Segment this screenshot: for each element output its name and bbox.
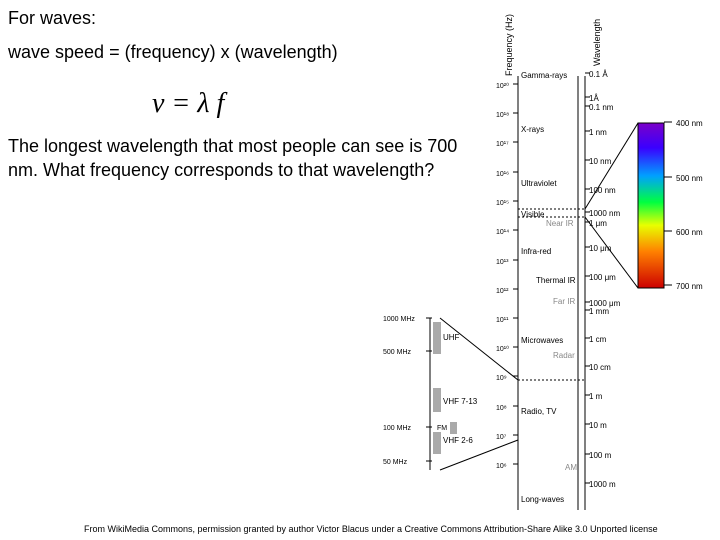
visible-tick-label: 600 nm (676, 228, 703, 237)
band-label: Microwaves (521, 336, 563, 345)
wl-tick-label: 1000 μm (589, 299, 621, 308)
freq-tick-label: 10⁶ (496, 463, 507, 470)
wl-tick-label: 1000 nm (589, 209, 620, 218)
wl-tick-label: 1 nm (589, 128, 607, 137)
band-label: Far IR (553, 297, 575, 306)
radio-tick-label: 100 MHz (383, 425, 412, 432)
freq-tick-label: 10¹⁴ (496, 229, 509, 236)
wl-tick-label: 10 cm (589, 363, 611, 372)
band-label: Gamma-rays (521, 71, 567, 80)
band-label: Long-waves (521, 495, 564, 504)
fm-band (450, 422, 457, 434)
visible-tick-label: 500 nm (676, 174, 703, 183)
question-text: The longest wavelength that most people … (8, 136, 458, 180)
wl-tick-label: 100 μm (589, 273, 616, 282)
wl-tick-label: 1 mm (589, 307, 609, 316)
vhf-low-label: VHF 2-6 (443, 436, 473, 445)
radio-zoom-line-top (439, 317, 519, 381)
wl-tick-label: 1Å (589, 94, 599, 103)
band-label: AM (565, 463, 577, 472)
freq-tick-label: 10¹⁰ (496, 345, 509, 353)
wl-tick-label: 10 μm (589, 244, 612, 253)
wl-axis-title: Wavelength (592, 19, 602, 66)
visible-zoom-line-top (584, 122, 639, 210)
band-label: X-rays (521, 125, 544, 134)
vhf-high-band (433, 388, 441, 412)
wl-tick-label: 1000 m (589, 480, 616, 489)
credit-line: From WikiMedia Commons, permission grant… (84, 524, 658, 534)
freq-tick-label: 10²⁰ (496, 82, 509, 90)
radio-tick-label: 500 MHz (383, 349, 412, 356)
band-label: Near IR (546, 219, 574, 228)
band-label: Radio, TV (521, 407, 557, 416)
wl-tick-label: 100 m (589, 451, 612, 460)
visible-zoom-line-bottom (584, 216, 639, 289)
fm-label: FM (437, 425, 447, 432)
radio-tick-label: 1000 MHz (383, 316, 415, 323)
wl-tick-label: 0.1 nm (589, 103, 614, 112)
formula: v = λ f (152, 88, 225, 119)
radio-zoom-line-bottom (439, 439, 519, 471)
freq-tick-label: 10⁷ (496, 434, 507, 441)
wl-tick-label: 0.1 Å (589, 70, 608, 79)
visible-spectrum-bar (637, 122, 665, 289)
wl-tick-label: 100 nm (589, 186, 616, 195)
wave-speed-equation: wave speed = (frequency) x (wavelength) (8, 42, 338, 62)
uhf-label: UHF (443, 333, 460, 342)
vhf-high-label: VHF 7-13 (443, 397, 478, 406)
wl-tick-label: 1 cm (589, 335, 607, 344)
freq-tick-label: 10¹⁵ (496, 200, 509, 207)
uhf-band (433, 322, 441, 354)
freq-tick-label: 10¹⁸ (496, 112, 509, 119)
wl-tick-label: 1 m (589, 392, 603, 401)
visible-tick-label: 700 nm (676, 282, 703, 291)
radio-tick-label: 50 MHz (383, 459, 408, 466)
band-label: Thermal IR (536, 276, 576, 285)
freq-tick-label: 10⁹ (496, 375, 507, 382)
freq-tick-label: 10¹⁶ (496, 171, 509, 178)
wl-tick-label: 1 μm (589, 219, 607, 228)
band-label: Ultraviolet (521, 179, 557, 188)
freq-axis-title: Frequency (Hz) (504, 14, 514, 76)
freq-tick-label: 10¹⁷ (496, 141, 509, 148)
band-label: Radar (553, 351, 575, 360)
freq-tick-label: 10¹³ (496, 259, 509, 266)
wl-tick-label: 10 nm (589, 157, 612, 166)
visible-tick-label: 400 nm (676, 119, 703, 128)
freq-tick-label: 10¹¹ (496, 317, 509, 324)
freq-tick-label: 10⁸ (496, 405, 507, 412)
band-label: Infra-red (521, 247, 551, 256)
vhf-low-band (433, 432, 441, 454)
band-label: Visible (521, 210, 545, 219)
wl-tick-label: 10 m (589, 421, 607, 430)
freq-tick-label: 10¹² (496, 288, 509, 295)
heading: For waves: (8, 8, 97, 28)
